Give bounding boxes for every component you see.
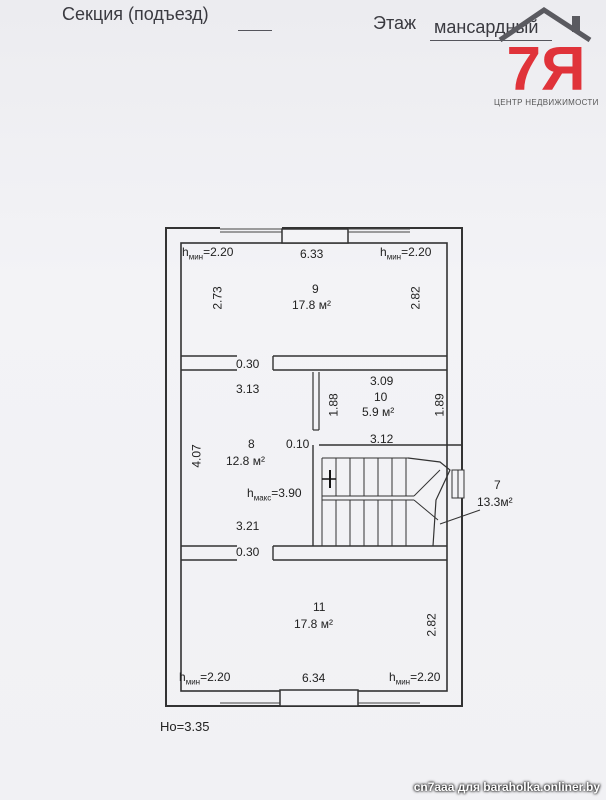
room11-right-dim: 2.82 (424, 613, 439, 637)
room9-area: 17.8 м² (292, 298, 331, 312)
floor-label: Этаж (373, 13, 417, 33)
room11-number: 11 (313, 600, 326, 614)
floor-underline (430, 40, 552, 41)
room8-top-dim: 3.13 (236, 382, 260, 396)
room8-left-dim: 4.07 (189, 444, 204, 468)
room11-h-right: hмин=2.20 (389, 670, 441, 687)
room9-number: 9 (312, 282, 319, 296)
staircase (321, 457, 451, 547)
room11-h-left: hмин=2.20 (179, 670, 231, 687)
room8-number: 8 (248, 437, 255, 451)
room8-bottom-dim: 3.21 (236, 519, 260, 533)
room10-number: 10 (374, 390, 388, 404)
room10-left-dim: 1.88 (326, 393, 341, 417)
room10-right-dim: 1.89 (432, 393, 447, 417)
company-logo: 7Я ЦЕНТР НЕДВИЖИМОСТИ (494, 6, 598, 110)
logo-caption: ЦЕНТР НЕДВИЖИМОСТИ (494, 98, 599, 107)
watermark: cn7aaa для baraholka.onliner.by (413, 780, 600, 794)
svg-text:7Я: 7Я (506, 35, 585, 96)
room8-hmax: hмакс=3.90 (247, 486, 302, 503)
wall-bottom-thickness: 0.30 (236, 545, 260, 559)
room8-partition: 0.10 (286, 437, 310, 451)
total-height: Hо=3.35 (160, 719, 210, 734)
room9-left-dim: 2.73 (210, 286, 225, 310)
room10-area: 5.9 м² (362, 405, 395, 419)
logo-mark-icon: 7Я (498, 6, 592, 104)
wall-top-thickness: 0.30 (236, 357, 260, 371)
room11-width: 6.34 (302, 671, 326, 685)
room9-h-left: hмин=2.20 (182, 245, 234, 262)
section-underline (238, 30, 272, 31)
section-label: Секция (подъезд) (62, 4, 209, 24)
room7-area: 13.3м² (477, 495, 513, 509)
room9-width: 6.33 (300, 247, 324, 261)
room7-number: 7 (494, 478, 501, 492)
room9-right-dim: 2.82 (408, 286, 423, 310)
room8-area: 12.8 м² (226, 454, 265, 468)
room9-h-right: hмин=2.20 (380, 245, 432, 262)
room11-area: 17.8 м² (294, 617, 333, 631)
room10-top-dim: 3.09 (370, 374, 394, 388)
room10-bottom-dim: 3.12 (370, 432, 394, 446)
